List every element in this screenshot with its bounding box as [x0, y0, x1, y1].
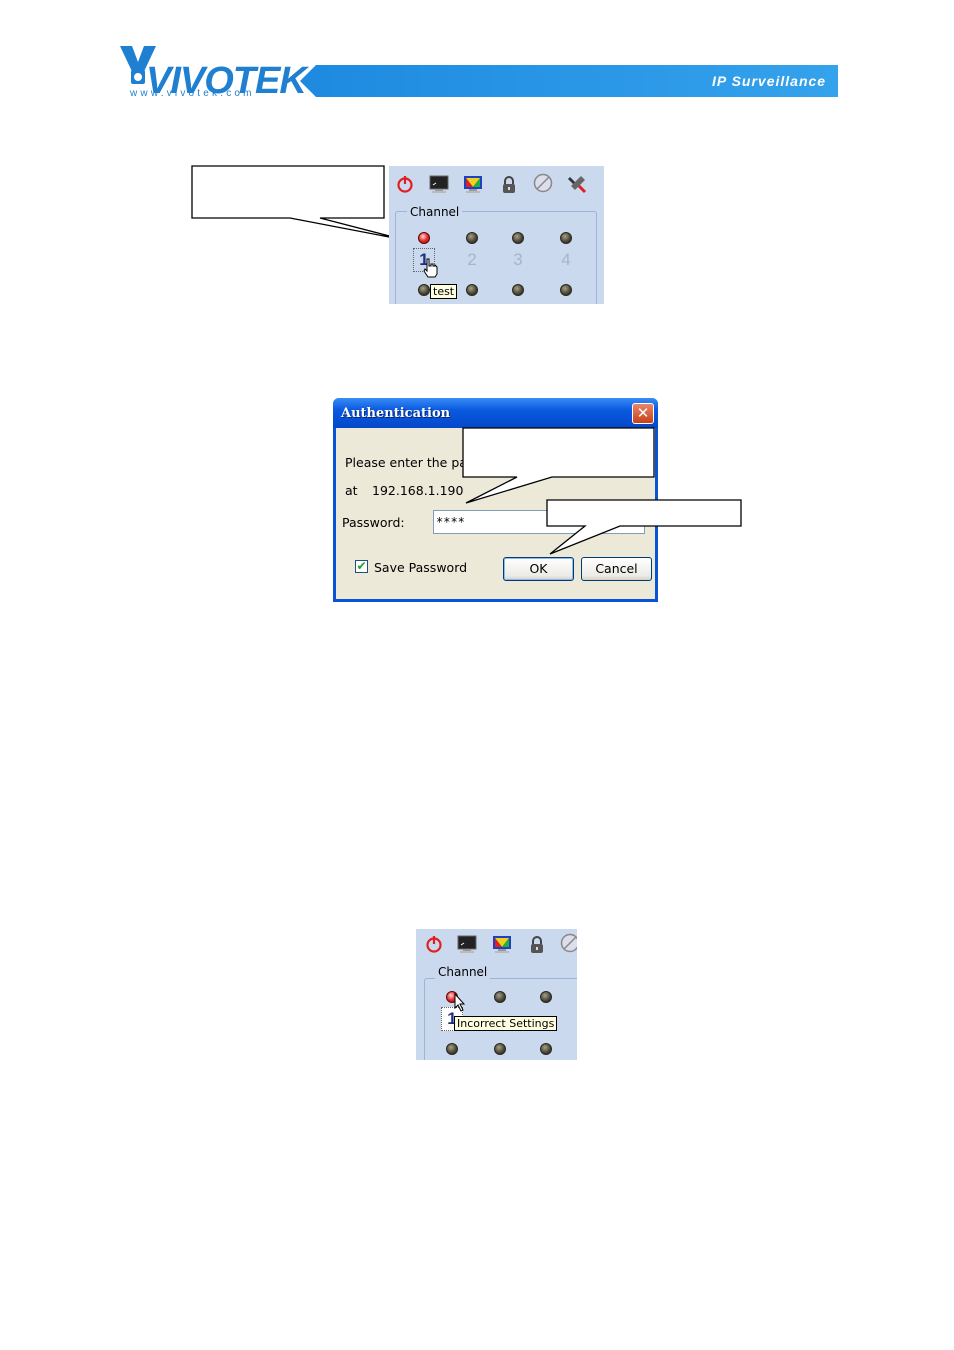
channel-7-led[interactable]	[540, 1043, 552, 1055]
hand-cursor-icon	[423, 258, 438, 278]
channel-3-led[interactable]	[540, 991, 552, 1003]
no-record-icon[interactable]	[560, 933, 577, 953]
channel-3-led[interactable]	[512, 232, 524, 244]
callout-bubble-address	[462, 427, 655, 504]
channel-5-led[interactable]	[418, 284, 430, 296]
color-monitor-icon[interactable]	[463, 174, 483, 194]
channel-1-led[interactable]	[418, 232, 430, 244]
vivotek-logo-icon	[120, 46, 156, 84]
monitor-icon[interactable]	[457, 934, 477, 954]
tools-icon[interactable]	[567, 174, 587, 194]
password-label: Password:	[342, 515, 405, 530]
power-icon[interactable]	[424, 934, 444, 954]
channel-group-box	[395, 211, 597, 304]
channel-4-number[interactable]: 4	[561, 250, 571, 269]
close-button[interactable]: ✕	[632, 403, 654, 424]
dialog-title: Authentication	[341, 406, 451, 421]
channel-6-led[interactable]	[466, 284, 478, 296]
callout-bubble-ok	[546, 499, 742, 555]
monitor-icon[interactable]	[429, 174, 449, 194]
ok-button[interactable]: OK	[503, 557, 574, 581]
channel-group-label: Channel	[407, 205, 463, 219]
vivotek-logo-text: VIVOTEK	[146, 60, 307, 102]
server-address: 192.168.1.190	[372, 483, 464, 498]
channel-7-led[interactable]	[512, 284, 524, 296]
callout-bubble-channel	[191, 165, 406, 241]
header-band	[300, 65, 838, 97]
channel-panel-1: Channel 1 2 3 4 test	[389, 166, 604, 304]
channel-3-number[interactable]: 3	[513, 250, 523, 269]
channel-2-led[interactable]	[466, 232, 478, 244]
channel-1-number[interactable]: 1	[447, 1009, 457, 1028]
no-record-icon[interactable]	[533, 173, 553, 193]
lock-icon[interactable]	[499, 175, 519, 195]
vivotek-url: www.vivotek.com	[130, 88, 255, 99]
save-password-label[interactable]: Save Password	[374, 560, 468, 575]
channel-tooltip: test	[430, 284, 458, 299]
channel-1-number[interactable]: 1	[419, 250, 429, 269]
channel-2-number[interactable]: 2	[467, 250, 477, 269]
save-password-checkbox[interactable]: ✔	[355, 559, 368, 573]
channel-group-label: Channel	[435, 965, 491, 979]
lock-icon[interactable]	[527, 935, 547, 955]
power-icon[interactable]	[395, 174, 415, 194]
channel-6-led[interactable]	[494, 1043, 506, 1055]
channel-4-led[interactable]	[560, 232, 572, 244]
dialog-titlebar[interactable]: Authentication ✕	[333, 398, 658, 428]
channel-group-box	[424, 978, 577, 1060]
channel-panel-2: Channel 1 Incorrect Settings	[416, 929, 577, 1060]
channel-5-led[interactable]	[446, 1043, 458, 1055]
dialog-prompt: Please enter the pa	[345, 455, 467, 470]
cancel-button[interactable]: Cancel	[581, 557, 652, 581]
incorrect-settings-tooltip: Incorrect Settings	[454, 1016, 558, 1031]
color-monitor-icon[interactable]	[492, 934, 512, 954]
arrow-cursor-icon	[454, 993, 466, 1012]
channel-8-led[interactable]	[560, 284, 572, 296]
ip-surveillance-tagline: IP Surveillance	[712, 73, 827, 89]
channel-2-led[interactable]	[494, 991, 506, 1003]
at-label: at	[345, 483, 358, 498]
